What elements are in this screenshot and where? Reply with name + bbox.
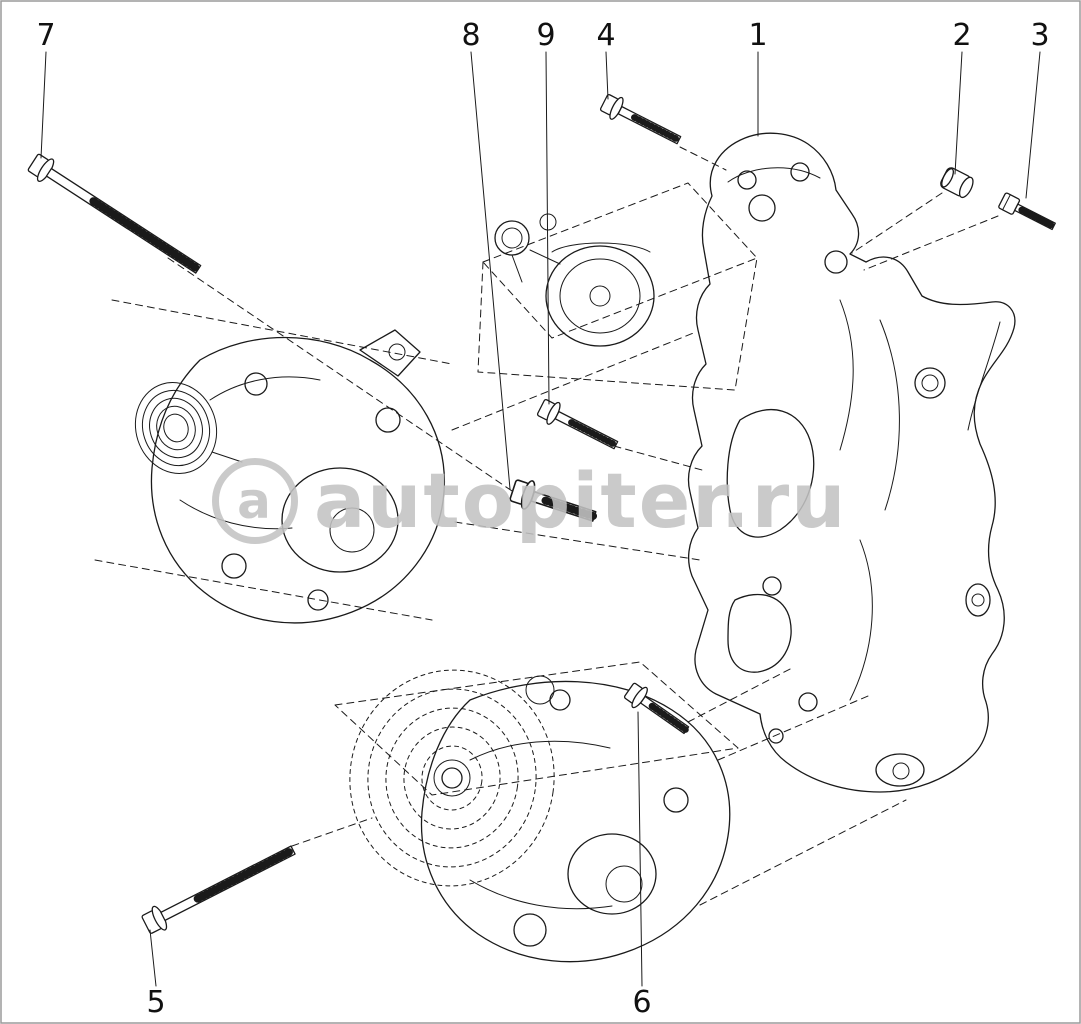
callout-labels: 7 8 9 4 1 2 3 5 6 bbox=[36, 18, 1049, 1020]
bolt-6-drawing bbox=[622, 680, 693, 740]
callout-6: 6 bbox=[632, 985, 651, 1020]
main-bracket-drawing bbox=[687, 132, 1016, 793]
leader-line-8 bbox=[470, 51, 511, 490]
bolt-9-drawing bbox=[536, 396, 622, 456]
callout-9: 9 bbox=[536, 18, 555, 53]
ac-compressor-drawing bbox=[349, 669, 731, 963]
callout-3: 3 bbox=[1030, 18, 1049, 53]
throttle-body-drawing bbox=[494, 213, 655, 347]
bolt-8-drawing bbox=[508, 476, 598, 530]
projection-lines bbox=[94, 146, 999, 906]
callout-4: 4 bbox=[596, 18, 615, 53]
bolt-5-drawing bbox=[140, 839, 299, 937]
bolt-4-drawing bbox=[599, 91, 685, 151]
leader-line-4 bbox=[605, 51, 609, 100]
leader-line-9 bbox=[545, 51, 550, 405]
callout-7: 7 bbox=[36, 18, 55, 53]
bolt-7-drawing bbox=[26, 151, 205, 280]
leader-line-3 bbox=[1025, 51, 1041, 199]
leader-line-2 bbox=[954, 51, 963, 175]
bolt-3-drawing bbox=[998, 192, 1057, 233]
alternator-drawing bbox=[134, 329, 446, 624]
bushing-2-drawing bbox=[938, 165, 977, 201]
leader-line-6 bbox=[637, 711, 643, 987]
callout-2: 2 bbox=[952, 18, 971, 53]
leader-lines bbox=[40, 51, 1041, 987]
leader-line-5 bbox=[149, 929, 157, 987]
leader-line-7 bbox=[40, 51, 47, 159]
callout-1: 1 bbox=[748, 18, 767, 53]
callout-8: 8 bbox=[461, 18, 480, 53]
callout-5: 5 bbox=[146, 985, 165, 1020]
